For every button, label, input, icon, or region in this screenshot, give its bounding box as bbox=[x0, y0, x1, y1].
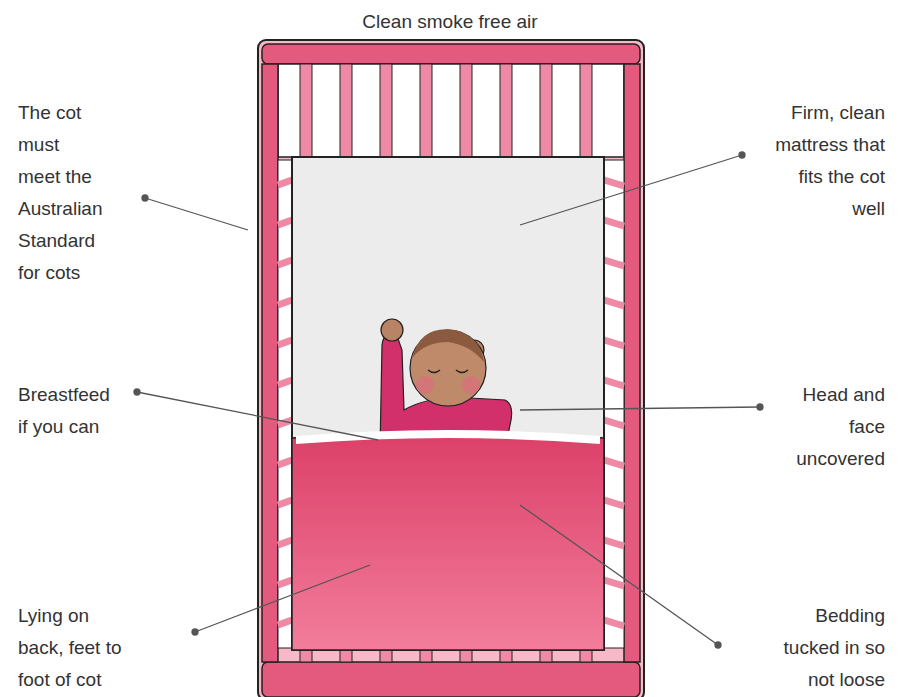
callout-label: Breastfeed if you can bbox=[18, 379, 122, 443]
baby-head bbox=[410, 330, 486, 406]
callout-label: Firm, clean mattress that fits the cot w… bbox=[765, 97, 885, 225]
mattress bbox=[292, 157, 604, 650]
cot-frame bbox=[258, 40, 644, 697]
callout-label: Bedding tucked in so not loose bbox=[765, 600, 885, 696]
callout-label: The cot must meet the Australian Standar… bbox=[18, 97, 102, 289]
baby-eyes bbox=[428, 370, 468, 373]
cot-top-gap bbox=[278, 64, 624, 157]
baby-cheek bbox=[462, 376, 480, 394]
cot-bottom-rail bbox=[262, 662, 640, 697]
cot-top-rail bbox=[262, 44, 640, 64]
baby-cheek bbox=[416, 376, 434, 394]
callout-label: Lying on back, feet to foot of cot bbox=[18, 600, 138, 696]
callout-label: Head and face uncovered bbox=[775, 379, 885, 475]
cot-side-rail bbox=[624, 64, 640, 662]
cot-side-rail bbox=[262, 64, 278, 662]
diagram-title: Clean smoke free air bbox=[250, 6, 650, 38]
blanket bbox=[292, 432, 604, 650]
baby-hair bbox=[412, 329, 484, 362]
baby-fist bbox=[381, 319, 403, 341]
leader-lines bbox=[134, 152, 763, 648]
